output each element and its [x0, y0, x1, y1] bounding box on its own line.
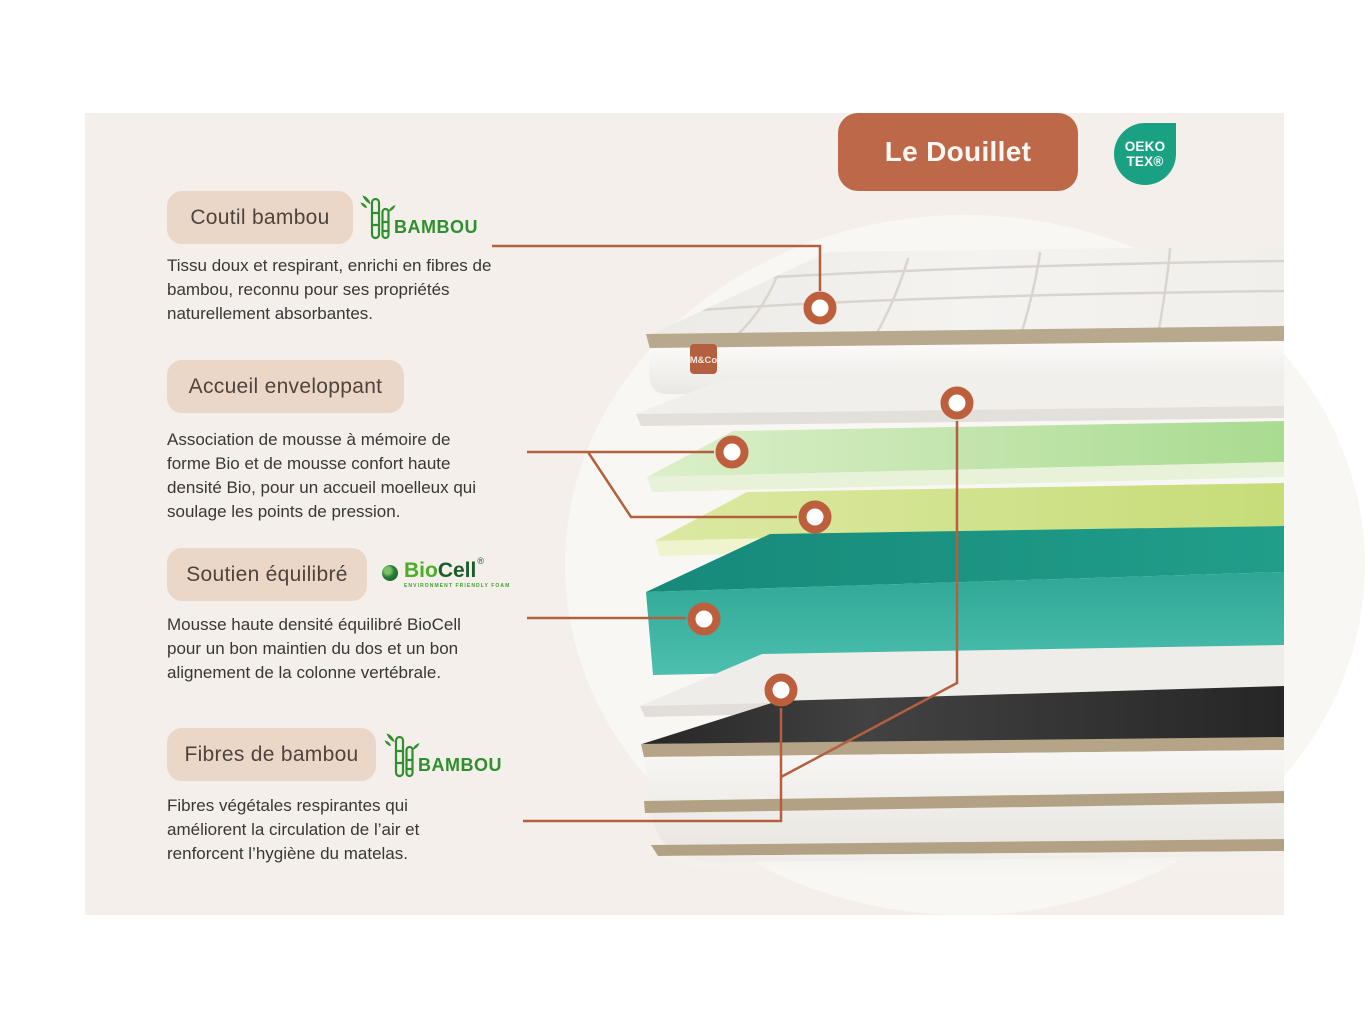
bambou-icon	[360, 195, 396, 240]
marker-memory-foam	[715, 435, 749, 469]
callout-markers	[687, 291, 974, 707]
layer-memory-foam	[647, 421, 1284, 492]
base-piping-middle	[644, 791, 1284, 813]
product-title-badge: Le Douillet	[838, 113, 1078, 191]
base-piping-top	[641, 737, 1284, 757]
description-coutil-bambou: Tissu doux et respirant, enrichi en fibr…	[167, 254, 491, 326]
brand-label-patch	[690, 344, 717, 374]
description-line: naturellement absorbantes.	[167, 304, 374, 323]
description-soutien-equilibre: Mousse haute densité équilibré BioCell p…	[167, 613, 461, 685]
marker-fibre-bottom	[764, 673, 798, 707]
base-piping-bottom	[651, 839, 1284, 856]
connector-coutil	[492, 244, 822, 291]
label-accueil-enveloppant: Accueil enveloppant	[167, 360, 404, 413]
oeko-tex-line2: TEX®	[1126, 154, 1164, 169]
biocell-caption: ENVIRONMENT FRIENDLY FOAM	[404, 583, 511, 589]
description-line: alignement de la colonne vertébrale.	[167, 663, 442, 682]
bambou-logo-text: BAMBOU	[418, 755, 502, 775]
connector-fibres-1	[523, 708, 783, 823]
label-fibres-de-bambou: Fibres de bambou	[167, 728, 376, 781]
bambou-logo: BAMBOU	[360, 194, 478, 240]
marker-quilted-top	[803, 291, 837, 325]
description-line: densité Bio, pour un accueil moelleux qu…	[167, 478, 477, 497]
description-line: Tissu doux et respirant, enrichi en fibr…	[167, 256, 492, 275]
description-line: améliorent la circulation de l’air et	[167, 820, 420, 839]
marker-comfort-foam	[798, 500, 832, 534]
marker-biocell-foam	[687, 602, 721, 636]
description-line: forme Bio et de mousse confort haute	[167, 454, 451, 473]
layer-base	[641, 686, 1284, 878]
connector-lines	[492, 244, 959, 823]
connector-accueil-2	[586, 451, 797, 519]
biocell-text-cell: Cell	[437, 559, 477, 582]
biocell-logo: Bio Cell ® ENVIRONMENT FRIENDLY FOAM	[382, 556, 511, 589]
description-line: Mousse haute densité équilibré BioCell	[167, 615, 461, 634]
connector-fibres-2	[780, 421, 959, 779]
description-accueil-enveloppant: Association de mousse à mémoire de forme…	[167, 428, 476, 524]
base-fade	[655, 851, 1284, 878]
oeko-tex-line1: OEKO	[1124, 139, 1166, 154]
label-coutil-bambou: Coutil bambou	[167, 191, 353, 244]
biocell-globe-icon	[382, 565, 398, 581]
label-soutien-equilibre: Soutien équilibré	[167, 548, 367, 601]
bambou-logo-text: BAMBOU	[394, 217, 478, 237]
description-line: Association de mousse à mémoire de	[167, 430, 451, 449]
description-line: soulage les points de pression.	[167, 502, 401, 521]
description-line: renforcent l’hygiène du matelas.	[167, 844, 408, 863]
marker-fibre-top	[940, 386, 974, 420]
description-fibres-de-bambou: Fibres végétales respirantes qui amélior…	[167, 794, 419, 866]
bambou-logo: BAMBOU	[384, 732, 502, 778]
brand-label-text: M&Co	[690, 355, 718, 366]
description-line: pour un bon maintien du dos et un bon	[167, 639, 459, 658]
base-dark-top	[642, 686, 1284, 744]
bambou-icon	[384, 733, 420, 778]
oeko-tex-badge: OEKO TEX®	[1114, 123, 1176, 185]
description-line: bambou, reconnu pour ses propriétés	[167, 280, 450, 299]
biocell-text-bio: Bio	[404, 559, 438, 582]
description-line: Fibres végétales respirantes qui	[167, 796, 408, 815]
biocell-registered-mark: ®	[477, 556, 484, 566]
